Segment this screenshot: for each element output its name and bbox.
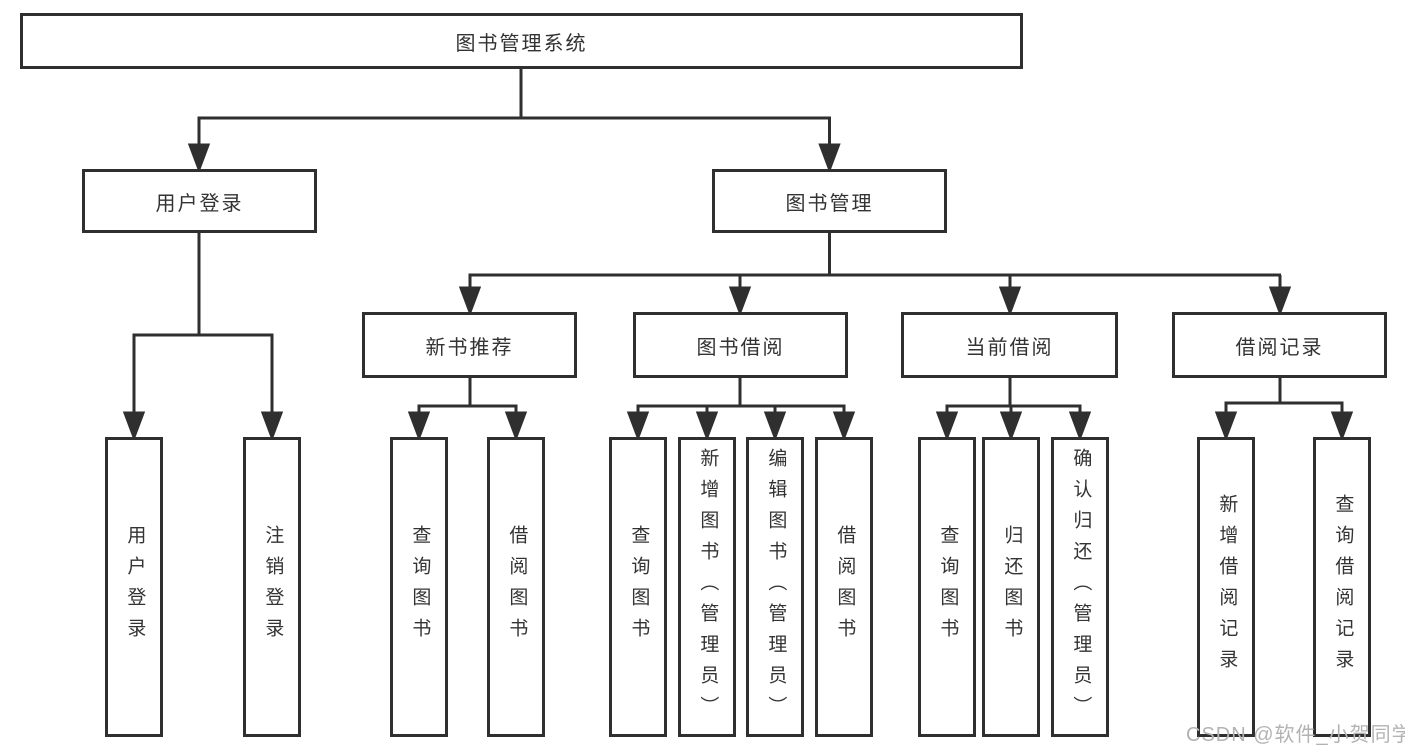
leaf-add-borrow-record-label: 新增借阅记录 — [1216, 494, 1238, 680]
leaf-query-borrow-record-label: 查询借阅记录 — [1332, 494, 1354, 680]
node-borrowing-records: 借阅记录 — [1172, 312, 1387, 378]
leaf-query-books-recommend-label: 查询图书 — [409, 525, 431, 649]
node-new-book-recommendation: 新书推荐 — [362, 312, 577, 378]
leaf-edit-books-admin: 编辑图书（管理员） — [746, 437, 804, 737]
leaf-query-books-current: 查询图书 — [918, 437, 976, 737]
node-library-management-system: 图书管理系统 — [20, 13, 1023, 69]
leaf-user-login: 用户登录 — [105, 437, 163, 737]
node-current-borrowing: 当前借阅 — [901, 312, 1118, 378]
csdn-watermark: CSDN @软件_小贺同学 — [1186, 724, 1405, 746]
leaf-user-login-label: 用户登录 — [124, 525, 146, 649]
leaf-borrow-books-borrowing: 借阅图书 — [815, 437, 873, 737]
leaf-query-books-current-label: 查询图书 — [937, 525, 959, 649]
leaf-add-books-admin: 新增图书（管理员） — [678, 437, 736, 737]
leaf-return-books-label: 归还图书 — [1001, 525, 1023, 649]
leaf-borrow-books-recommend-label: 借阅图书 — [506, 525, 528, 649]
leaf-add-books-admin-label: 新增图书（管理员） — [697, 447, 719, 727]
leaf-confirm-return-admin: 确认归还（管理员） — [1051, 437, 1109, 737]
leaf-edit-books-admin-label: 编辑图书（管理员） — [765, 447, 787, 727]
leaf-logout-login: 注销登录 — [243, 437, 301, 737]
node-book-borrowing: 图书借阅 — [633, 312, 848, 378]
leaf-query-books-borrowing: 查询图书 — [609, 437, 667, 737]
leaf-query-books-borrowing-label: 查询图书 — [628, 525, 650, 649]
leaf-borrow-books-recommend: 借阅图书 — [487, 437, 545, 737]
leaf-confirm-return-admin-label: 确认归还（管理员） — [1070, 447, 1092, 727]
node-user-login: 用户登录 — [82, 169, 317, 233]
leaf-query-borrow-record: 查询借阅记录 — [1313, 437, 1371, 737]
leaf-logout-login-label: 注销登录 — [262, 525, 284, 649]
leaf-add-borrow-record: 新增借阅记录 — [1197, 437, 1255, 737]
node-book-management: 图书管理 — [712, 169, 947, 233]
leaf-borrow-books-borrowing-label: 借阅图书 — [834, 525, 856, 649]
leaf-query-books-recommend: 查询图书 — [390, 437, 448, 737]
leaf-return-books: 归还图书 — [982, 437, 1040, 737]
